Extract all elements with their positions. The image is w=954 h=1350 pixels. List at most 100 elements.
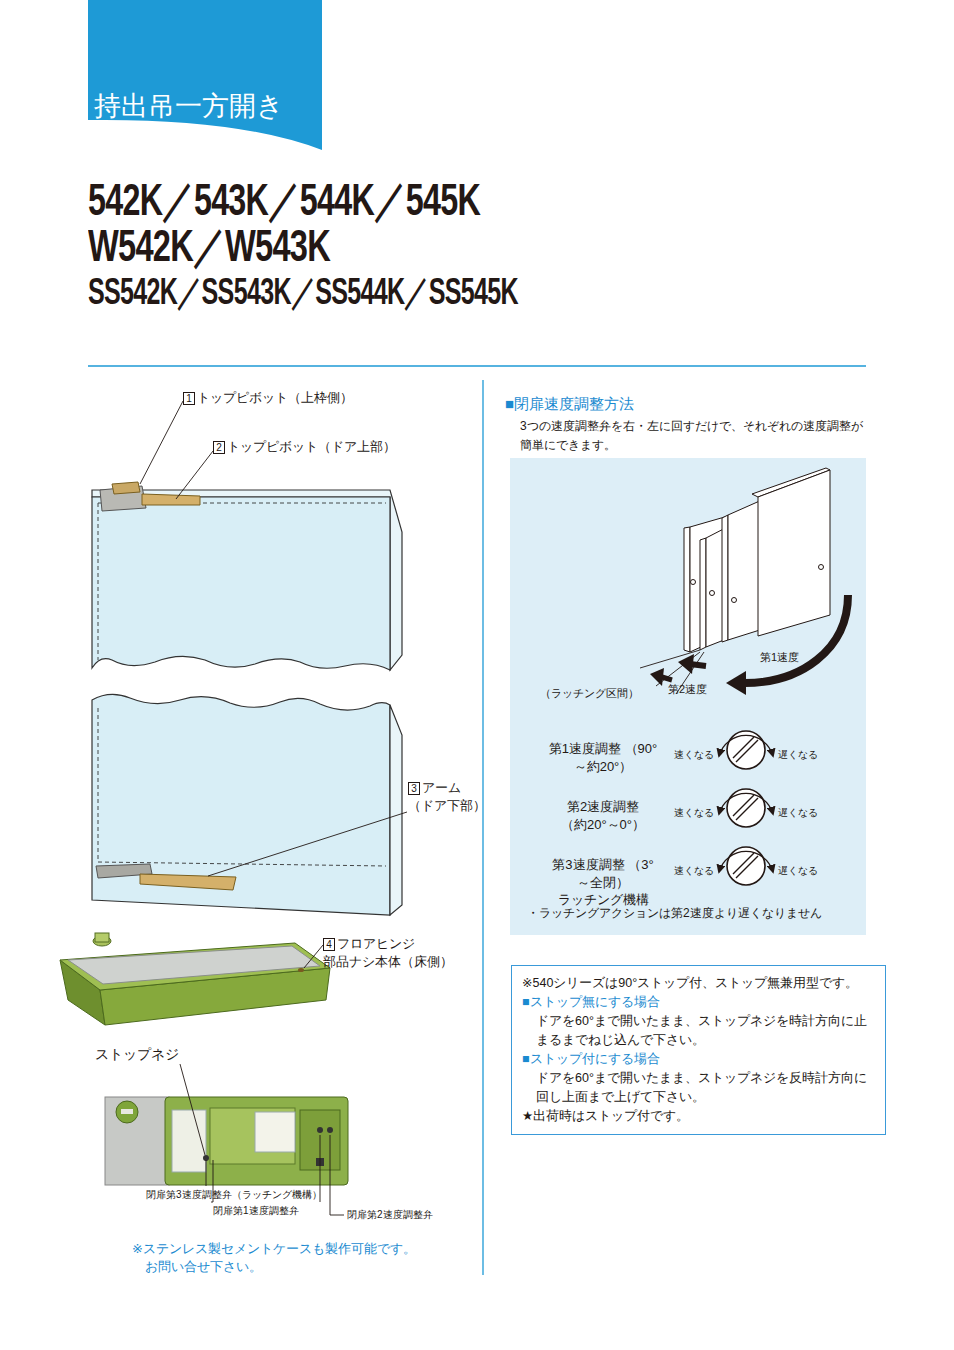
floor-hinge-top-view [327,1127,333,1133]
callout-number: 4 [323,938,335,951]
note-text: ★出荷時はストップ付です。 [522,1107,875,1126]
note-text: ■ストップ付にする場合 [522,1050,875,1069]
speed-arrows [678,654,694,674]
direction-label: 遅くなる [778,864,818,878]
floor-hinge [60,933,330,1025]
adjust-valve-dial [733,795,758,820]
speed-arrows [650,668,664,686]
glass-door-lower [92,694,390,915]
leader-lines [206,1160,207,1186]
door-arm [96,864,236,890]
adjust-valve-dial [719,793,773,814]
adjust-name: 第1速度調整 （90°～約20°） [548,740,658,775]
leader-lines [140,401,407,1215]
speed-arrows [742,595,848,683]
model-numbers: W542K／W543K [88,222,330,270]
adjust-name: 第2速度調整 （約20°～0°） [548,798,658,833]
note-text: ドアを60°まで開いたまま、ストップネジを時計方向に止まるまでねじ込んで下さい。 [522,1012,875,1050]
valve-name: 閉扉第3速度調整弁（ラッチング機構） [146,1188,322,1202]
folding-doors [819,565,824,570]
direction-label: 速くなる [674,806,714,820]
note: ※ステンレス製セメントケースも製作可能です。 お問い合せ下さい。 [132,1240,432,1275]
title-band-shape [88,0,322,150]
note-text: ドアを60°まで開いたまま、ストップネジを反時計方向に回し上面まで上げて下さい。 [522,1069,875,1107]
top-pivot [112,482,140,494]
note-text: ※540シリーズは90°ストップ付、ストップ無兼用型です。 [522,974,875,993]
speed-panel [510,458,866,935]
leader-lines [304,945,323,968]
folding-doors [710,591,715,596]
folding-doors [722,515,728,642]
adjust-name: 第3速度調整 （3°～全閉） ラッチング機構 [548,856,658,909]
adjust-valve-dial [719,731,773,885]
folding-doors [684,468,830,652]
title-text: 持出吊一方開き [88,0,322,122]
leader-lines [176,451,213,499]
title-band: 持出吊一方開き [88,0,322,150]
leader-lines [208,812,407,876]
note-box: ※540シリーズは90°ストップ付、ストップ無兼用型です。■ストップ無にする場合… [511,965,886,1135]
adjust-valve-dial [733,737,758,762]
adjust-valve-dial [719,851,773,872]
folding-doors [700,538,706,650]
note: ・ラッチングアクションは第2速度より遅くなりません [527,905,822,921]
folding-doors [691,580,696,585]
adjust-valve-dial [727,847,765,885]
door-arm [140,874,236,890]
glass-door-upper [92,490,402,670]
folding-doors [684,527,690,652]
floor-hinge-top-view [105,1097,348,1185]
floor-hinge [95,933,109,942]
rule-lines [482,380,483,1275]
floor-hinge [298,968,304,972]
floor-hinge-top-view [210,1108,295,1164]
section-heading: ■閉扉速度調整方法 [505,394,634,414]
floor-hinge [60,943,330,990]
speed-label: （ラッチング区間） [540,686,639,701]
rule-lines [88,365,866,366]
part-name: アーム （ドア下部） [408,779,494,814]
top-pivot [142,494,200,505]
floor-hinge-top-view [317,1127,323,1133]
callout-number: 3 [408,782,420,795]
part-name: フロアヒンジ 部品ナシ本体（床側） [323,935,463,970]
direction-label: 速くなる [674,748,714,762]
valve-name: 閉扉第1速度調整弁 [213,1204,299,1218]
speed-arrows [662,677,672,680]
direction-label: 速くなる [674,864,714,878]
part-name: ストップネジ [95,1045,179,1064]
adjust-valve-dial [727,789,765,827]
adjust-valve-dial [719,731,773,769]
glass-door-upper [92,490,402,670]
leader-lines [330,1135,344,1215]
floor-hinge-top-view [116,1101,138,1123]
speed-label: 第2速度 [668,682,707,697]
title-band-shape [88,0,322,150]
adjust-valve-dial [719,735,773,756]
folding-doors [732,598,737,603]
adjust-valve-dial [733,853,758,878]
glass-door-upper [98,503,386,660]
adjust-valve-dial [727,731,765,769]
glass-door-lower [92,694,402,915]
adjust-valve-dial [719,789,773,827]
note-text: ■ストップ無にする場合 [522,993,875,1012]
glass-door-lower [98,708,386,866]
valve-name: 閉扉第2速度調整弁 [347,1208,433,1222]
floor-hinge-top-view [105,1097,169,1185]
adjust-valve-dial [719,847,773,885]
part-name: トップピボット（ドア上部） [227,438,396,456]
description: 3つの速度調整弁を右・左に回すだけで、それぞれの速度調整が簡単にできます。 [520,417,865,455]
direction-label: 遅くなる [778,806,818,820]
model-numbers: SS542K／SS543K／SS544K／SS545K [88,272,518,312]
speed-label: 第1速度 [760,650,799,665]
callout-number: 1 [183,392,195,405]
floor-hinge [68,946,320,984]
speed-arrows [726,671,746,695]
leader-lines [140,401,183,484]
glass-door-upper [92,497,390,670]
speed-arrows [650,595,848,695]
model-numbers: 542K／543K／544K／545K [88,176,480,224]
glass-door-lower [390,705,402,915]
